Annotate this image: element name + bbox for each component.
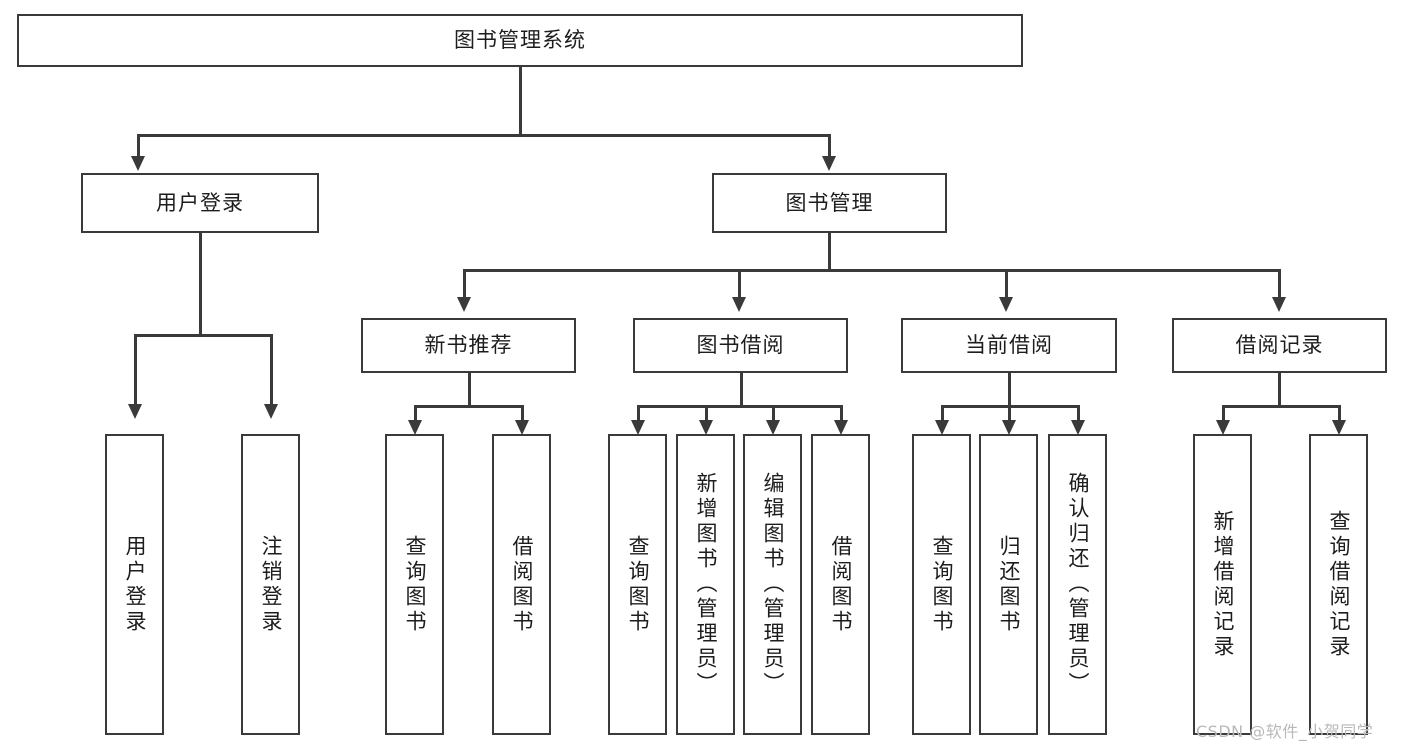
leaf-label: 注销登录 xyxy=(259,534,283,635)
leaf-label: 用户登录 xyxy=(123,534,147,635)
arrow-to-book-borrow xyxy=(732,297,746,312)
arrow-to-leaf-borrow-book-2 xyxy=(834,420,848,435)
connector-new-book-stem xyxy=(468,373,471,406)
arrow-to-leaf-edit-book xyxy=(766,420,780,435)
arrow-to-leaf-query-book-3 xyxy=(935,420,949,435)
connector-book-manage-leg-2 xyxy=(738,269,741,299)
leaf-label: 查询图书 xyxy=(403,534,427,635)
arrow-to-leaf-query-record xyxy=(1332,420,1346,435)
leaf-label: 编辑图书（管理员） xyxy=(761,472,785,697)
arrow-to-leaf-add-book xyxy=(699,420,713,435)
connector-book-manage-stem xyxy=(828,233,831,270)
leaf-add-book[interactable]: 新增图书（管理员） xyxy=(676,434,735,735)
arrow-root-to-user-login xyxy=(131,156,145,171)
node-label: 图书借阅 xyxy=(696,333,785,358)
leaf-confirm-return[interactable]: 确认归还（管理员） xyxy=(1048,434,1107,735)
node-root-system[interactable]: 图书管理系统 xyxy=(17,14,1023,67)
connector-user-login-stem xyxy=(199,233,202,335)
leaf-label: 借阅图书 xyxy=(510,534,534,635)
node-label: 图书管理 xyxy=(785,190,874,215)
node-label: 用户登录 xyxy=(156,190,244,215)
connector-book-borrow-leg-4 xyxy=(840,405,843,423)
leaf-label: 新增图书（管理员） xyxy=(694,472,718,697)
connector-book-manage-bus xyxy=(463,269,1280,272)
arrow-to-leaf-return-book xyxy=(1002,420,1016,435)
leaf-label: 借阅图书 xyxy=(829,534,853,635)
arrow-to-borrow-record xyxy=(1272,297,1286,312)
connector-root-to-book-manage xyxy=(828,134,831,159)
connector-user-login-leg-2 xyxy=(270,334,273,406)
connector-borrow-record-leg-2 xyxy=(1338,405,1341,423)
leaf-label: 查询图书 xyxy=(930,534,954,635)
connector-root-stem xyxy=(519,67,522,135)
leaf-add-record[interactable]: 新增借阅记录 xyxy=(1193,434,1252,735)
connector-new-book-bus xyxy=(414,405,524,408)
leaf-label: 归还图书 xyxy=(997,534,1021,635)
connector-root-to-user-login xyxy=(137,134,140,159)
leaf-return-book[interactable]: 归还图书 xyxy=(979,434,1038,735)
leaf-borrow-book-1[interactable]: 借阅图书 xyxy=(492,434,551,735)
leaf-query-record[interactable]: 查询借阅记录 xyxy=(1309,434,1368,735)
connector-book-borrow-bus xyxy=(637,405,841,408)
leaf-query-book-3[interactable]: 查询图书 xyxy=(912,434,971,735)
leaf-borrow-book-2[interactable]: 借阅图书 xyxy=(811,434,870,735)
leaf-query-book-2[interactable]: 查询图书 xyxy=(608,434,667,735)
arrow-to-leaf-confirm-return xyxy=(1071,420,1085,435)
connector-current-borrow-stem xyxy=(1008,373,1011,406)
node-book-manage[interactable]: 图书管理 xyxy=(712,173,947,233)
leaf-label: 查询图书 xyxy=(626,534,650,635)
leaf-label: 查询借阅记录 xyxy=(1327,509,1351,660)
leaf-edit-book[interactable]: 编辑图书（管理员） xyxy=(743,434,802,735)
connector-borrow-record-stem xyxy=(1278,373,1281,406)
leaf-query-book-1[interactable]: 查询图书 xyxy=(385,434,444,735)
connector-current-borrow-leg-1 xyxy=(941,405,944,423)
node-label: 新书推荐 xyxy=(424,333,513,358)
connector-new-book-leg-2 xyxy=(521,405,524,423)
node-label: 借阅记录 xyxy=(1235,333,1324,358)
node-book-borrow[interactable]: 图书借阅 xyxy=(633,318,848,373)
connector-book-manage-leg-4 xyxy=(1278,269,1281,299)
arrow-root-to-book-manage xyxy=(822,156,836,171)
node-borrow-record[interactable]: 借阅记录 xyxy=(1172,318,1387,373)
connector-borrow-record-leg-1 xyxy=(1222,405,1225,423)
connector-book-borrow-leg-3 xyxy=(772,405,775,423)
arrow-to-leaf-add-record xyxy=(1216,420,1230,435)
arrow-to-leaf-query-book-2 xyxy=(631,420,645,435)
arrow-to-new-book-recommend xyxy=(457,297,471,312)
leaf-label: 确认归还（管理员） xyxy=(1066,472,1090,697)
connector-book-manage-leg-1 xyxy=(463,269,466,299)
connector-user-login-leg-1 xyxy=(134,334,137,406)
leaf-user-logout[interactable]: 注销登录 xyxy=(241,434,300,735)
connector-current-borrow-leg-3 xyxy=(1077,405,1080,423)
leaf-user-login[interactable]: 用户登录 xyxy=(105,434,164,735)
leaf-label: 新增借阅记录 xyxy=(1211,509,1235,660)
arrow-to-leaf-borrow-book-1 xyxy=(515,420,529,435)
node-label: 图书管理系统 xyxy=(454,28,586,53)
connector-book-manage-leg-3 xyxy=(1005,269,1008,299)
connector-user-login-bus xyxy=(134,334,270,337)
arrow-to-leaf-query-book-1 xyxy=(408,420,422,435)
connector-new-book-leg-1 xyxy=(414,405,417,423)
arrow-to-current-borrow xyxy=(999,297,1013,312)
arrow-to-leaf-user-login xyxy=(128,404,142,419)
arrow-to-leaf-user-logout xyxy=(264,404,278,419)
node-label: 当前借阅 xyxy=(965,333,1053,358)
connector-book-borrow-leg-2 xyxy=(705,405,708,423)
csdn-watermark: CSDN @软件_小贺同学 xyxy=(1196,722,1374,741)
connector-book-borrow-stem xyxy=(740,373,743,406)
node-new-book-recommend[interactable]: 新书推荐 xyxy=(361,318,576,373)
connector-root-bus xyxy=(137,134,830,137)
connector-borrow-record-bus xyxy=(1222,405,1340,408)
connector-book-borrow-leg-1 xyxy=(637,405,640,423)
node-current-borrow[interactable]: 当前借阅 xyxy=(901,318,1117,373)
node-user-login[interactable]: 用户登录 xyxy=(81,173,319,233)
connector-current-borrow-leg-2 xyxy=(1008,405,1011,423)
